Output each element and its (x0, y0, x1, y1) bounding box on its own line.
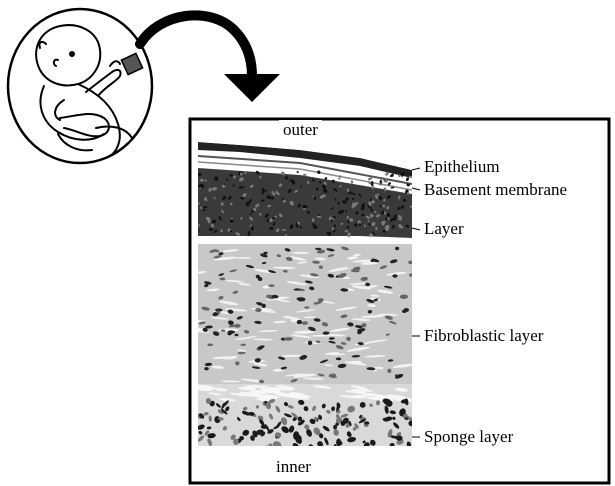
inner-label: inner (272, 457, 315, 477)
fetus-illustration (8, 9, 152, 163)
outer-label: outer (279, 120, 322, 140)
epithelium-label: Epithelium (424, 157, 500, 177)
curved-arrow (140, 15, 280, 102)
basement-membrane-label: Basement membrane (424, 180, 567, 200)
layer-label: Layer (424, 219, 464, 239)
sponge-band (198, 384, 412, 450)
tissue-section (189, 140, 415, 451)
sponge-layer-label: Sponge layer (424, 427, 513, 447)
fibroblastic-layer-label: Fibroblastic layer (424, 326, 543, 346)
